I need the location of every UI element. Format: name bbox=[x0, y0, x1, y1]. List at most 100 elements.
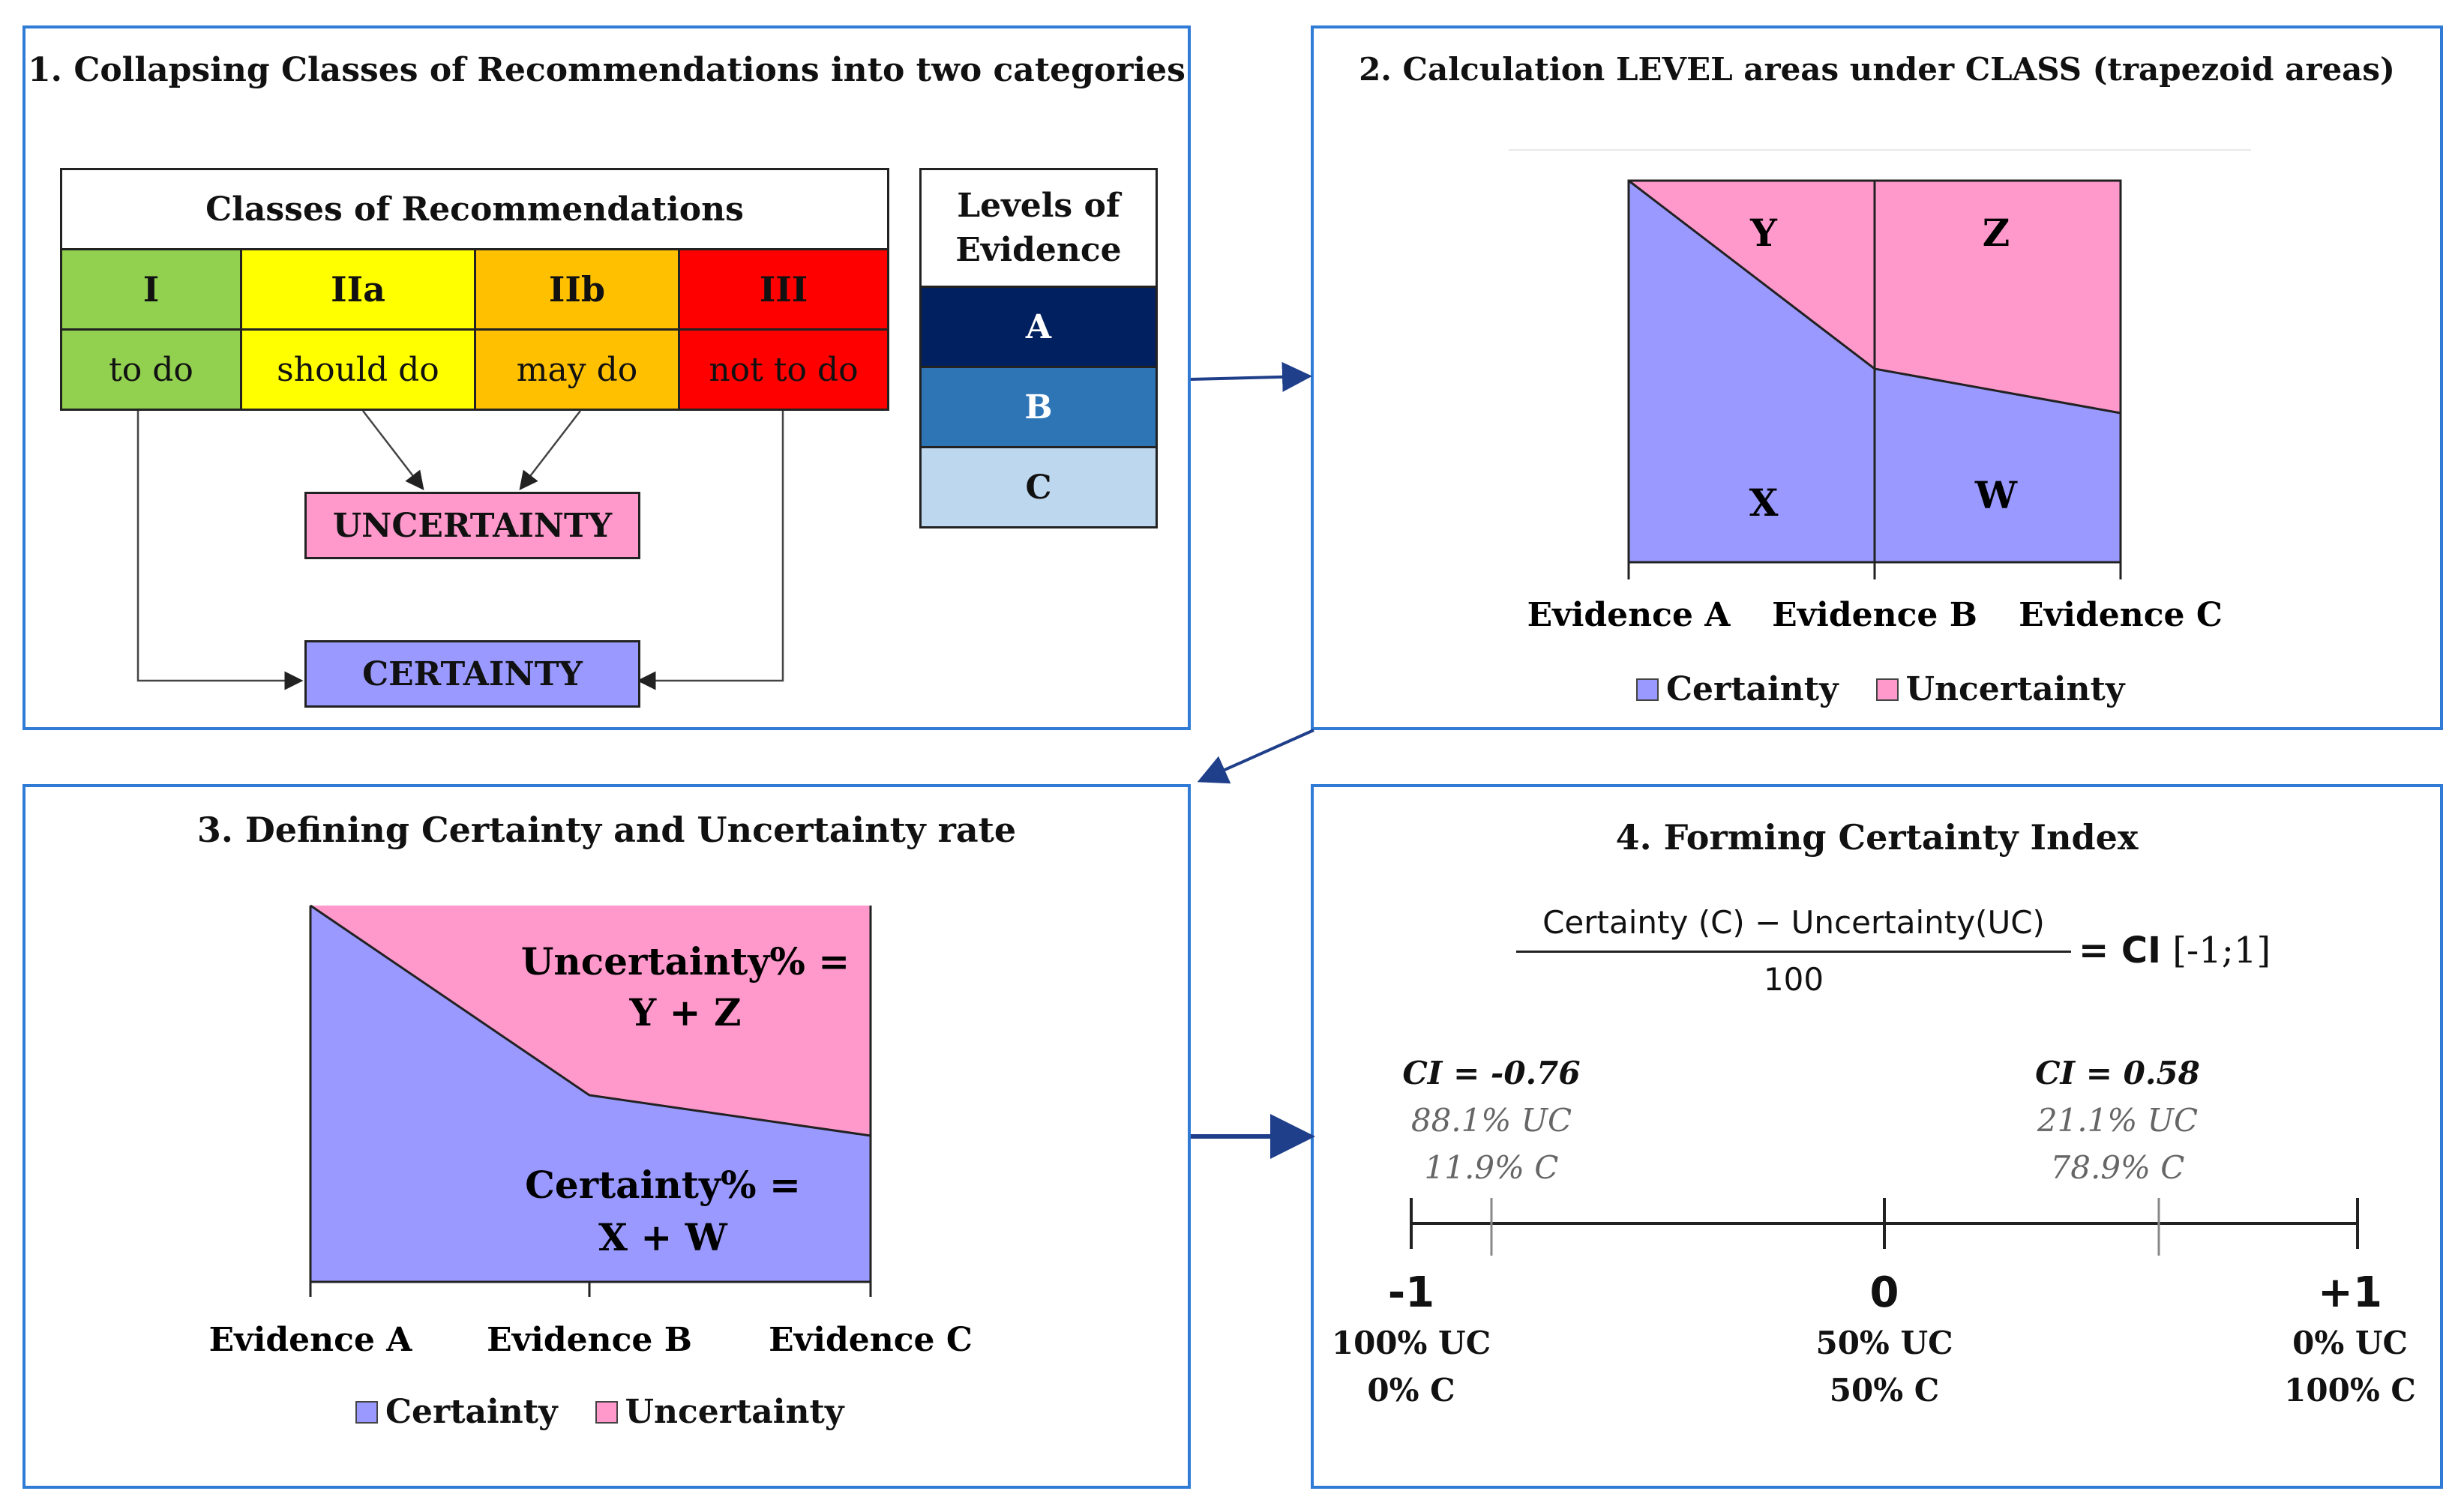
region-x-certainty bbox=[1629, 181, 1875, 562]
formula-range: [-1;1] bbox=[2172, 930, 2271, 972]
level-C: C bbox=[919, 446, 1158, 528]
arrow-panel2-to-panel3 bbox=[1197, 729, 1314, 784]
certainty-index-scale bbox=[1410, 1198, 2359, 1256]
class-III-label: not to do bbox=[678, 328, 889, 411]
class-IIa-code-text: IIa bbox=[331, 269, 385, 310]
connector-III-certainty bbox=[637, 411, 784, 690]
rate-x-label-evidence-b: Evidence B bbox=[487, 1321, 692, 1359]
formula-result-ci: = CI bbox=[2079, 930, 2162, 972]
trapezoid-area-chart: Y Z X W Evidence A Evidence B Evidence C bbox=[1509, 149, 2251, 634]
panel3-legend: Certainty Uncertainty bbox=[355, 1393, 844, 1431]
tick-group-plus1: +1 0% UC 100% C bbox=[2260, 1267, 2440, 1414]
class-IIb-label: may do bbox=[474, 328, 680, 411]
example2-ci: CI = 0.58 bbox=[2035, 1055, 2200, 1091]
levels-header: Levels of Evidence bbox=[919, 168, 1158, 288]
classes-header-text: Classes of Recommendations bbox=[205, 190, 744, 229]
x-label-evidence-c: Evidence C bbox=[2019, 596, 2223, 634]
classes-header: Classes of Recommendations bbox=[60, 168, 889, 250]
class-I-label: to do bbox=[60, 328, 242, 411]
class-I-label-text: to do bbox=[109, 350, 193, 389]
panel1-title: 1. Collapsing Classes of Recommendations… bbox=[28, 51, 1186, 89]
region-w-certainty bbox=[1875, 369, 2121, 562]
example1-uc: 88.1% UC bbox=[1410, 1102, 1572, 1139]
levels-header-line2: Evidence bbox=[955, 231, 1122, 269]
level-B-text: B bbox=[1024, 388, 1053, 427]
legend-uncertainty-label: Uncertainty bbox=[1905, 670, 2125, 708]
legend3-uncertainty-swatch bbox=[595, 1400, 618, 1424]
tick-zero-uc: 50% UC bbox=[1815, 1325, 1953, 1361]
panel-collapsing-classes: 1. Collapsing Classes of Recommendations… bbox=[22, 25, 1191, 730]
x-label-evidence-b: Evidence B bbox=[1772, 596, 1977, 634]
rate-x-label-evidence-a: Evidence A bbox=[209, 1321, 413, 1359]
example2-c: 78.9% C bbox=[2050, 1149, 2185, 1186]
certainty-box: CERTAINTY bbox=[304, 640, 640, 708]
class-IIb-code-text: IIb bbox=[548, 269, 606, 310]
level-A-text: A bbox=[1025, 307, 1052, 346]
region-x-label: X bbox=[1749, 481, 1779, 525]
tick-plus1-label: +1 bbox=[2318, 1268, 2382, 1317]
rate-x-label-evidence-c: Evidence C bbox=[769, 1321, 973, 1359]
tick-zero-c: 50% C bbox=[1829, 1372, 1940, 1409]
region-z-label: Z bbox=[1983, 211, 2010, 255]
uncertainty-box: UNCERTAINTY bbox=[304, 492, 640, 559]
panel-certainty-index: 4. Forming Certainty Index Certainty (C)… bbox=[1311, 784, 2443, 1489]
legend3-certainty-label: Certainty bbox=[385, 1393, 558, 1431]
certainty-formula-line2: X + W bbox=[598, 1215, 728, 1259]
formula-fraction-bar bbox=[1516, 951, 2071, 953]
tick-group-minus1: -1 100% UC 0% C bbox=[1321, 1267, 1501, 1414]
panel2-legend: Certainty Uncertainty bbox=[1636, 670, 2124, 708]
legend3-uncertainty-label: Uncertainty bbox=[625, 1393, 844, 1431]
tick-plus1-c: 100% C bbox=[2284, 1372, 2416, 1409]
certainty-area bbox=[310, 906, 871, 1282]
certainty-box-text: CERTAINTY bbox=[362, 654, 583, 693]
formula-numerator: Certainty (C) − Uncertainty(UC) bbox=[1542, 904, 2045, 941]
panel3-title: 3. Defining Certainty and Uncertainty ra… bbox=[196, 810, 1017, 850]
region-y-label: Y bbox=[1749, 211, 1778, 255]
legend3-certainty-swatch bbox=[355, 1400, 378, 1424]
class-III-code: III bbox=[678, 248, 889, 331]
class-III-label-text: not to do bbox=[709, 350, 859, 389]
formula-result: = CI [-1;1] bbox=[2079, 930, 2271, 972]
example1-ci: CI = -0.76 bbox=[1402, 1055, 1581, 1091]
panel2-title: 2. Calculation LEVEL areas under CLASS (… bbox=[1359, 51, 2395, 88]
uncertainty-formula-line2: Y + Z bbox=[629, 990, 742, 1034]
tick-minus1-label: -1 bbox=[1387, 1268, 1435, 1317]
example-ci-058: CI = 0.58 21.1% UC 78.9% C bbox=[2005, 1049, 2230, 1191]
arrow-panel1-to-panel2 bbox=[1190, 361, 1312, 392]
region-z-uncertainty bbox=[1875, 181, 2121, 413]
levels-header-line1: Levels of bbox=[957, 186, 1120, 225]
tick-group-zero: 0 50% UC 50% C bbox=[1794, 1267, 1974, 1414]
class-I-code-text: I bbox=[142, 269, 160, 310]
certainty-formula-line1: Certainty% = bbox=[525, 1163, 801, 1207]
tick-minus1-c: 0% C bbox=[1367, 1372, 1455, 1409]
example2-uc: 21.1% UC bbox=[2037, 1102, 2199, 1139]
class-I-code: I bbox=[60, 248, 242, 331]
legend-uncertainty-swatch bbox=[1875, 678, 1899, 701]
region-w-label: W bbox=[1974, 473, 2018, 517]
panel1-connectors bbox=[136, 410, 784, 690]
level-A: A bbox=[919, 286, 1158, 368]
example1-c: 11.9% C bbox=[1424, 1149, 1559, 1186]
tick-plus1-uc: 0% UC bbox=[2292, 1325, 2408, 1361]
formula-denominator: 100 bbox=[1763, 961, 1824, 998]
tick-minus1-uc: 100% UC bbox=[1331, 1325, 1491, 1361]
tick-zero-label: 0 bbox=[1869, 1268, 1899, 1317]
rate-boundary-line bbox=[310, 904, 871, 1137]
uncertainty-area bbox=[310, 906, 871, 1136]
panel-defining-rates: 3. Defining Certainty and Uncertainty ra… bbox=[22, 784, 1191, 1489]
uncertainty-box-text: UNCERTAINTY bbox=[332, 506, 613, 545]
class-III-code-text: III bbox=[759, 269, 808, 310]
example-ci-neg076: CI = -0.76 88.1% UC 11.9% C bbox=[1379, 1049, 1604, 1191]
legend-certainty-label: Certainty bbox=[1666, 670, 1839, 708]
connector-IIb-uncertainty bbox=[519, 410, 581, 490]
legend-certainty-swatch bbox=[1636, 678, 1659, 701]
rate-area-chart: Uncertainty% = Y + Z Certainty% = X + W … bbox=[209, 904, 973, 1359]
uncertainty-formula-line1: Uncertainty% = bbox=[521, 939, 850, 984]
panel4-title: 4. Forming Certainty Index bbox=[1615, 817, 2139, 858]
class-IIb-label-text: may do bbox=[516, 350, 638, 389]
panel-trapezoid-areas: 2. Calculation LEVEL areas under CLASS (… bbox=[1311, 25, 2443, 730]
level-C-text: C bbox=[1025, 468, 1052, 507]
connector-I-certainty bbox=[136, 411, 304, 690]
class-IIa-label-text: should do bbox=[277, 350, 439, 389]
